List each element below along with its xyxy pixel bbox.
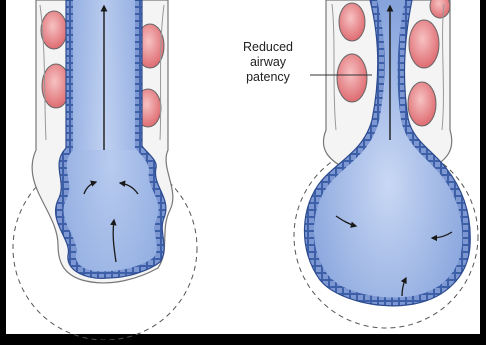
muscle-cell: [408, 82, 436, 126]
reduced-airway-patency-label: Reduced airway patency: [222, 40, 314, 85]
muscle-cell: [409, 20, 439, 68]
label-line-1: Reduced: [222, 40, 314, 55]
label-line-3: patency: [222, 70, 314, 85]
label-line-2: airway: [222, 55, 314, 70]
muscle-cell: [337, 54, 367, 102]
muscle-cell: [41, 11, 67, 49]
muscle-cell: [430, 0, 450, 18]
muscle-cell: [339, 3, 365, 41]
